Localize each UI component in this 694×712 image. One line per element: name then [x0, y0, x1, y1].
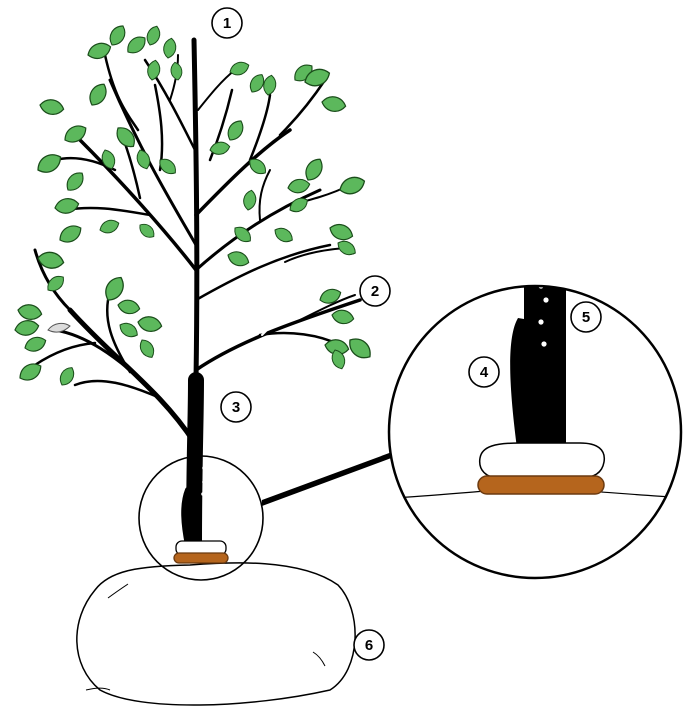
branches — [35, 40, 360, 545]
mulch-ring — [174, 553, 228, 563]
callout-5: 5 — [571, 302, 601, 332]
callout-2: 2 — [360, 276, 390, 306]
magnifier-connector — [262, 452, 394, 506]
callout-3-label: 3 — [232, 399, 240, 416]
callout-4-label: 4 — [480, 364, 489, 381]
callout-4: 4 — [469, 357, 499, 387]
callout-2-label: 2 — [371, 283, 379, 300]
callout-1-label: 1 — [223, 15, 231, 32]
callout-6: 6 — [354, 630, 384, 660]
magnified-detail — [380, 280, 694, 590]
callout-3: 3 — [221, 392, 251, 422]
root-ball — [77, 563, 355, 705]
callout-1: 1 — [212, 8, 242, 38]
damaged-leaf — [48, 323, 70, 332]
callout-5-label: 5 — [582, 309, 590, 326]
callout-6-label: 6 — [365, 637, 373, 654]
